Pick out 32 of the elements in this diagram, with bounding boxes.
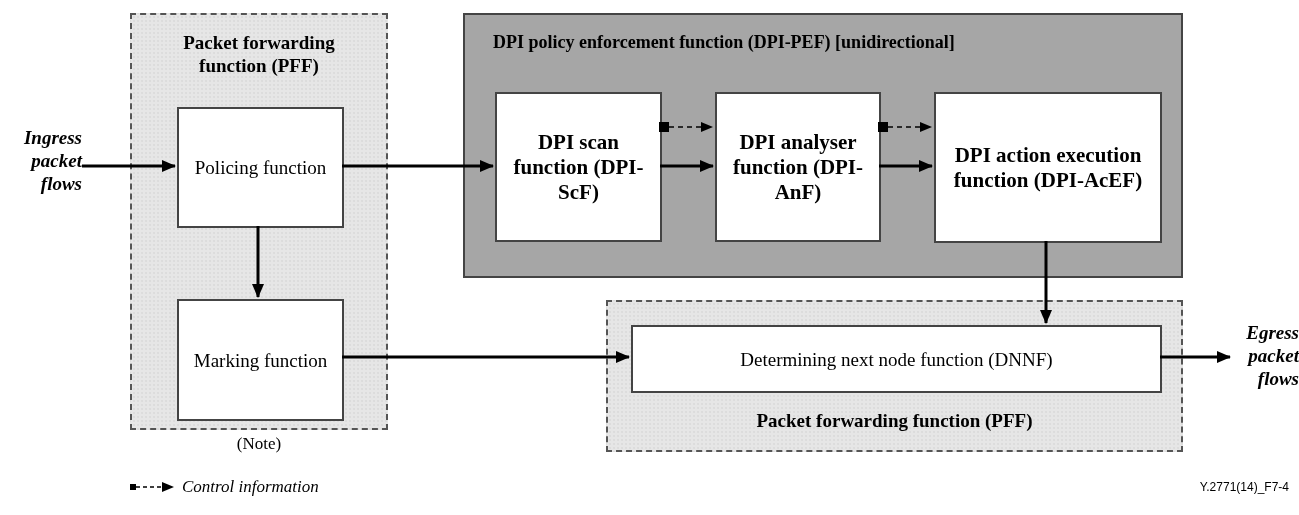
flow-arrow [1040, 241, 1052, 324]
flow-arrow [82, 160, 176, 172]
note-text: (Note) [235, 432, 283, 455]
figure-id: Y.2771(14)_F7-4 [1199, 479, 1289, 496]
flow-arrow [342, 351, 630, 363]
flow-arrow [252, 226, 264, 298]
function-box [177, 299, 344, 421]
function-box [715, 92, 881, 242]
group-title: Packet forwarding function (PFF) [755, 409, 1034, 432]
control-arrow [659, 122, 714, 132]
enforcement-group-box [463, 13, 1183, 278]
function-box [934, 92, 1162, 243]
flow-arrow [879, 160, 933, 172]
flow-arrow [1160, 351, 1231, 363]
group-title: DPI policy enforcement function (DPI-PEF) [unidirectional] [493, 31, 955, 53]
dashed-group-box [606, 300, 1183, 452]
function-label: DPI action execution function (DPI-AcEF) [952, 142, 1144, 193]
flow-arrow [342, 160, 494, 172]
flow-text: Ingress packet flows [22, 125, 82, 195]
function-box [631, 325, 1162, 393]
function-label: Marking function [193, 348, 328, 372]
group-title: Packet forwarding function (PFF) [182, 31, 336, 77]
function-label: DPI scan function (DPI-ScF) [512, 129, 645, 205]
flow-text: Egress packet flows [1245, 320, 1299, 390]
flow-arrow [660, 160, 714, 172]
function-box [495, 92, 662, 242]
function-label: Policing function [194, 156, 327, 179]
control-arrow [878, 122, 933, 132]
legend-text: Control information [182, 476, 319, 498]
function-box [177, 107, 344, 228]
function-label: Determining next node function (DNNF) [740, 347, 1053, 371]
function-label: DPI analyser function (DPI-AnF) [731, 129, 865, 205]
